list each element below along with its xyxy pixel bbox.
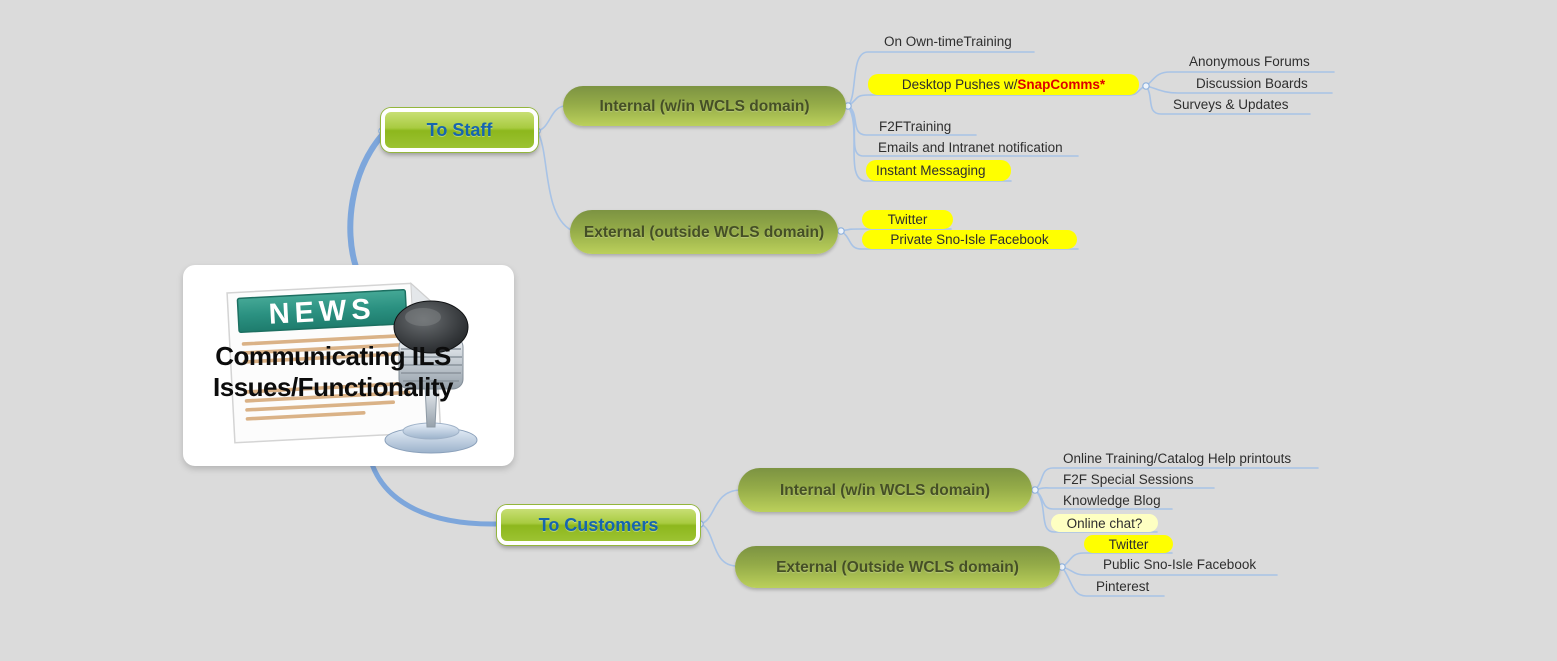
node-to-customers-label: To Customers [538,514,659,535]
leaf-twitter-customers-label: Twitter [1108,536,1149,552]
central-title-line1: Communicating ILS [215,341,451,371]
trunk-to-customers [369,461,499,527]
link-customers-external [699,523,738,567]
link-own-time [847,51,1035,107]
snapcomms-emphasis: SnapComms* [1017,77,1106,92]
leaf-f2f-special-sessions[interactable]: F2F Special Sessions [1063,472,1194,487]
microphone-icon [384,300,478,454]
node-to-customers[interactable]: To Customers [497,505,700,545]
leaf-public-facebook[interactable]: Public Sno-Isle Facebook [1103,557,1257,572]
leaf-instant-messaging-label: Instant Messaging [876,163,986,178]
news-microphone-image: NEWS [226,282,478,454]
central-topic-title: Communicating ILS Issues/Functionality [183,341,483,403]
link-desktop-pushes [847,85,1147,107]
node-staff-internal[interactable]: Internal (w/in WCLS domain) [563,86,846,126]
link-instant-messaging [847,105,1012,182]
node-customers-internal[interactable]: Internal (w/in WCLS domain) [738,468,1032,512]
leaf-anonymous-forums[interactable]: Anonymous Forums [1189,54,1310,69]
node-staff-external[interactable]: External (outside WCLS domain) [570,210,838,254]
link-pinterest [1061,566,1165,597]
leaf-desktop-pushes-snapcomms[interactable]: Desktop Pushes w/ SnapComms* [868,74,1139,95]
news-banner-label: NEWS [268,293,377,331]
leaf-instant-messaging[interactable]: Instant Messaging [866,160,1011,181]
link-f2f-special [1034,487,1215,491]
leaf-emails-intranet[interactable]: Emails and Intranet notification [878,140,1063,155]
leaf-knowledge-blog[interactable]: Knowledge Blog [1063,493,1161,508]
central-topic[interactable]: NEWS [183,265,514,466]
leaf-private-facebook-label: Private Sno-Isle Facebook [890,232,1049,247]
leaf-discussion-boards[interactable]: Discussion Boards [1196,76,1308,91]
leaf-pinterest[interactable]: Pinterest [1096,579,1150,594]
desktop-pushes-prefix: Desktop Pushes w/ [901,77,1018,92]
leaf-on-own-time-training[interactable]: On Own-timeTraining [884,34,1012,49]
leaf-private-facebook[interactable]: Private Sno-Isle Facebook [862,230,1077,249]
leaf-online-training-printouts[interactable]: Online Training/Catalog Help printouts [1063,451,1292,466]
link-surveys-updates [1145,85,1311,115]
connection-dot [1142,82,1150,90]
leaf-online-chat[interactable]: Online chat? [1051,514,1158,532]
node-staff-external-label: External (outside WCLS domain) [583,223,825,241]
node-staff-internal-label: Internal (w/in WCLS domain) [599,97,810,115]
node-customers-external-label: External (Outside WCLS domain) [776,558,1019,576]
link-online-chat [1034,489,1158,533]
node-customers-internal-label: Internal (w/in WCLS domain) [779,481,991,499]
node-to-staff[interactable]: To Staff [381,108,538,152]
connection-dot [837,227,845,235]
leaf-surveys-updates[interactable]: Surveys & Updates [1173,97,1289,112]
leaf-twitter-staff-label: Twitter [887,212,928,227]
leaf-twitter-staff[interactable]: Twitter [862,210,953,229]
node-to-staff-label: To Staff [426,119,493,140]
link-staff-internal [536,105,565,132]
leaf-f2f-training[interactable]: F2FTraining [879,119,952,134]
leaf-online-chat-label: Online chat? [1066,515,1143,531]
node-customers-external[interactable]: External (Outside WCLS domain) [735,546,1060,588]
link-staff-external [536,130,572,231]
connection-dot [1031,486,1039,494]
trunk-to-staff [347,131,386,270]
leaf-twitter-customers[interactable]: Twitter [1084,535,1173,553]
link-customers-internal [699,489,741,525]
central-title-line2: Issues/Functionality [213,372,453,402]
